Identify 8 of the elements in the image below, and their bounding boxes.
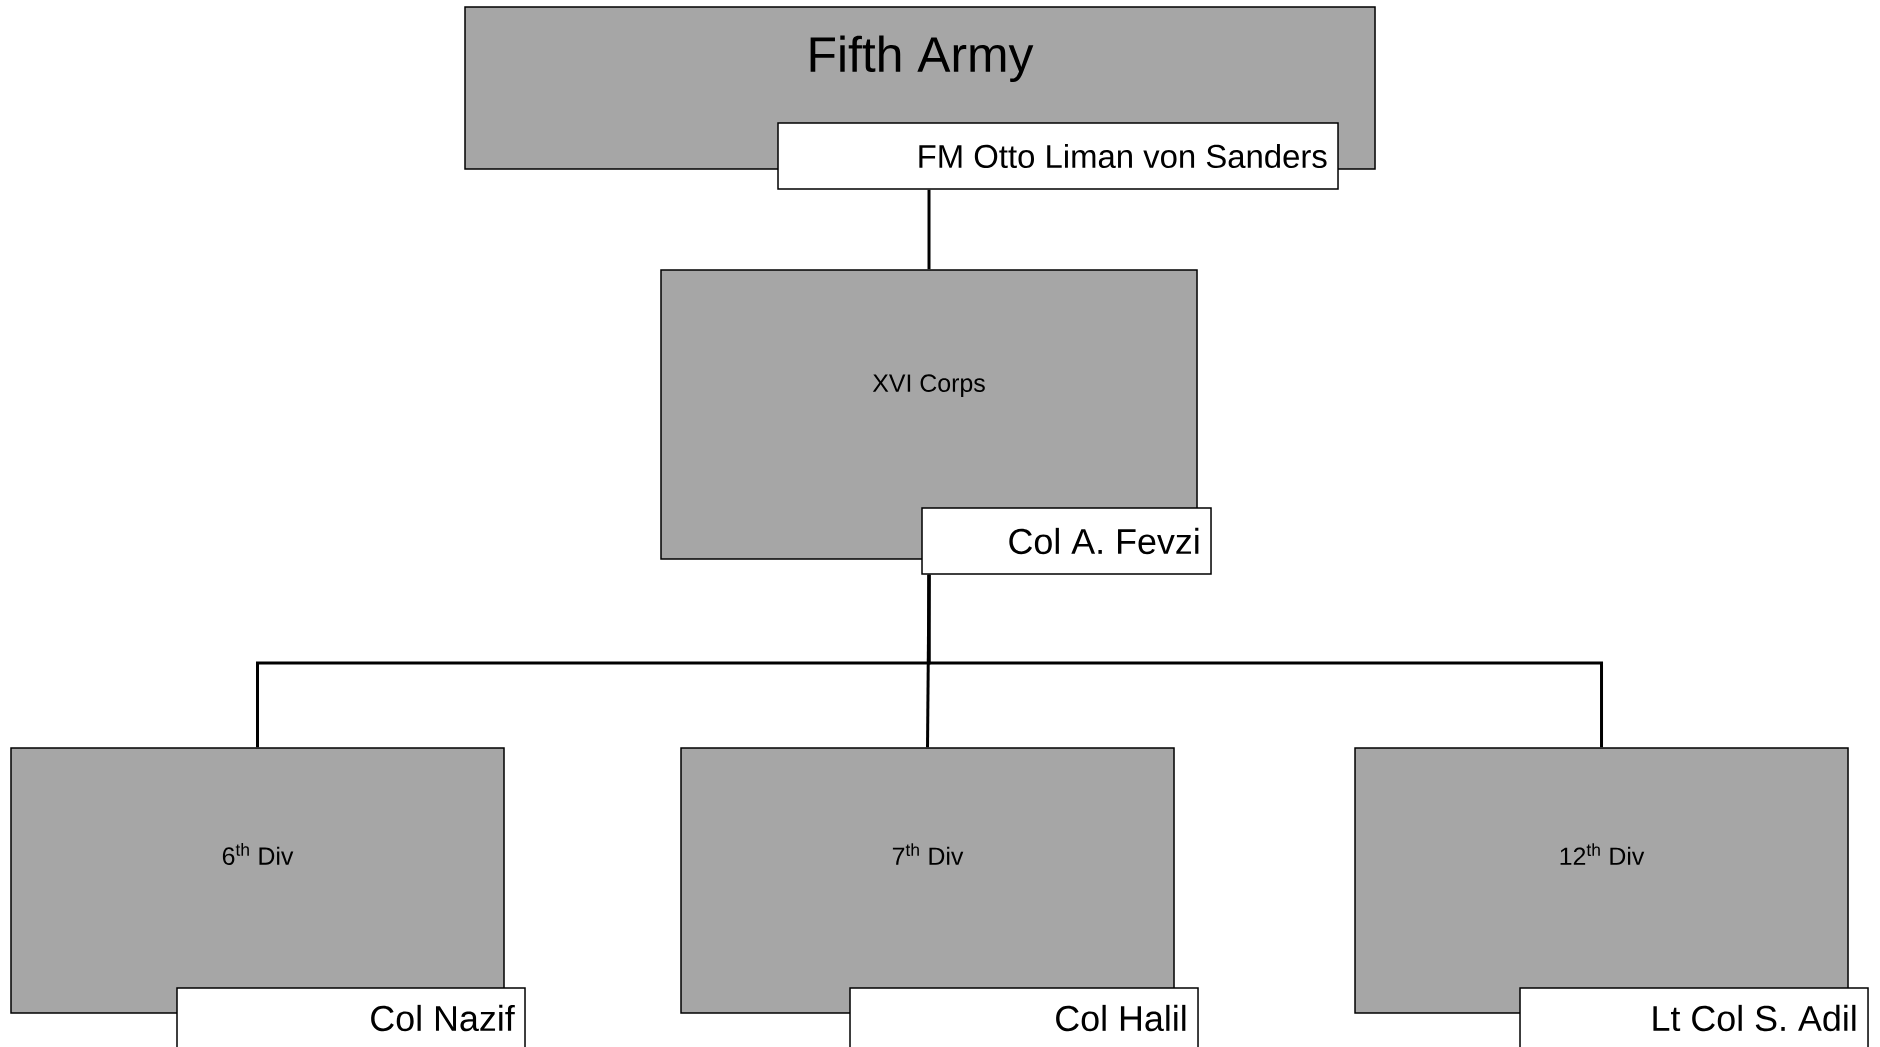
connector-line: [927, 189, 931, 270]
connector-line: [926, 574, 931, 748]
connector-line: [927, 574, 1603, 748]
commander-box: FM Otto Liman von Sanders: [777, 122, 1339, 190]
commander-box: Col Nazif: [176, 987, 526, 1047]
commander-box: Col A. Fevzi: [921, 507, 1212, 575]
commander-box: Col Halil: [849, 987, 1199, 1047]
commander-box: Lt Col S. Adil: [1519, 987, 1869, 1047]
